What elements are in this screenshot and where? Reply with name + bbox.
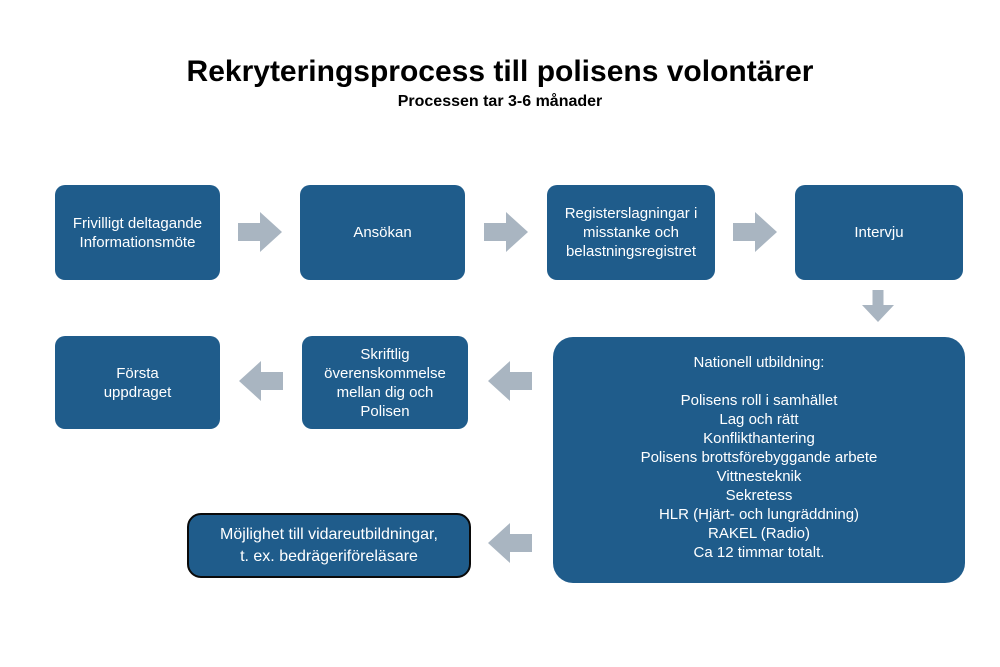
node-intervju: Intervju (795, 185, 963, 280)
arrow-right-icon (238, 212, 282, 252)
node-label: Nationell utbildning: Polisens roll i sa… (640, 354, 878, 561)
node-label: Frivilligt deltagande Informationsmöte (72, 214, 203, 251)
node-ansokan: Ansökan (300, 185, 465, 280)
node-label: Registerslagningar i misstanke och belas… (564, 205, 698, 260)
arrow-right-icon (733, 212, 777, 252)
node-forsta-uppdraget: Första uppdraget (55, 336, 220, 429)
node-label: Skriftlig överenskommelse mellan dig och… (324, 345, 446, 420)
node-label: Möjlighet till vidareutbildningar, t. ex… (220, 525, 438, 565)
arrow-right-icon (484, 212, 528, 252)
node-label: Första uppdraget (103, 364, 172, 401)
diagram-title: Rekryteringsprocess till polisens volont… (186, 55, 814, 88)
arrow-down-icon (862, 290, 894, 322)
node-skriftlig-overenskommelse: Skriftlig överenskommelse mellan dig och… (302, 336, 468, 429)
arrow-left-icon (239, 361, 283, 401)
node-informationsmote: Frivilligt deltagande Informationsmöte (55, 185, 220, 280)
node-label: Intervju (854, 224, 904, 241)
node-nationell-utbildning: Nationell utbildning: Polisens roll i sa… (553, 337, 965, 583)
arrow-left-icon (488, 523, 532, 563)
node-label: Ansökan (353, 224, 412, 241)
node-vidareutbildningar: Möjlighet till vidareutbildningar, t. ex… (187, 513, 471, 578)
diagram-subtitle: Processen tar 3-6 månader (397, 93, 603, 110)
arrow-left-icon (488, 361, 532, 401)
node-registerslagningar: Registerslagningar i misstanke och belas… (547, 185, 715, 280)
